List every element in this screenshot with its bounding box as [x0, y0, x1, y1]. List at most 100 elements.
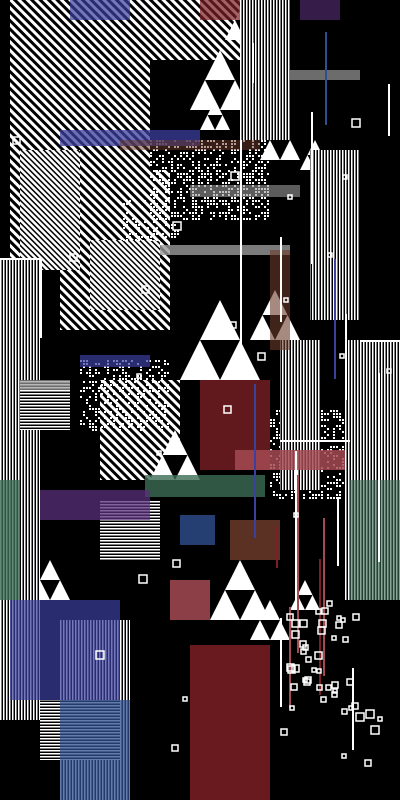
noise-cell	[98, 411, 100, 413]
noise-cell	[122, 426, 124, 428]
noise-cell	[156, 197, 158, 199]
noise-cell	[219, 200, 221, 202]
noise-cell	[150, 161, 152, 163]
noise-cell	[333, 482, 335, 484]
noise-cell	[162, 182, 164, 184]
noise-cell	[177, 176, 179, 178]
noise-cell	[201, 209, 203, 211]
noise-cell	[237, 173, 239, 175]
noise-cell	[204, 164, 206, 166]
noise-cell	[207, 206, 209, 208]
noise-cell	[158, 396, 160, 398]
noise-cell	[155, 360, 157, 362]
noise-cell	[219, 158, 221, 160]
noise-cell	[138, 239, 140, 241]
noise-cell	[267, 161, 269, 163]
noise-cell	[261, 197, 263, 199]
noise-cell	[171, 167, 173, 169]
noise-cell	[98, 408, 100, 410]
noise-cell	[201, 182, 203, 184]
noise-cell	[219, 212, 221, 214]
noise-cell	[165, 185, 167, 187]
noise-cell	[137, 393, 139, 395]
pixel-box	[355, 712, 365, 722]
noise-cell	[155, 414, 157, 416]
noise-cell	[201, 173, 203, 175]
noise-cell	[116, 369, 118, 371]
noise-cell	[312, 494, 314, 496]
pixel-box	[342, 174, 348, 180]
noise-cell	[327, 476, 329, 478]
noise-cell	[167, 387, 169, 389]
noise-cell	[131, 426, 133, 428]
noise-cell	[150, 173, 152, 175]
noise-cell	[231, 218, 233, 220]
color-glitch-bar	[180, 515, 215, 545]
noise-cell	[273, 443, 275, 445]
pixel-box	[331, 635, 337, 641]
pixel-box	[351, 118, 361, 128]
sierpinski-gap	[205, 80, 235, 110]
pixel-box	[299, 619, 308, 628]
noise-cell	[246, 203, 248, 205]
noise-cell	[183, 167, 185, 169]
noise-cell	[120, 236, 122, 238]
noise-cell	[116, 411, 118, 413]
noise-cell	[189, 158, 191, 160]
noise-cell	[161, 408, 163, 410]
noise-cell	[192, 218, 194, 220]
noise-cell	[210, 176, 212, 178]
noise-cell	[98, 417, 100, 419]
noise-cell	[189, 176, 191, 178]
pixel-box	[283, 297, 289, 303]
noise-cell	[324, 485, 326, 487]
pixel-box	[280, 728, 288, 736]
noise-cell	[92, 375, 94, 377]
noise-cell	[165, 218, 167, 220]
noise-cell	[207, 203, 209, 205]
noise-cell	[164, 411, 166, 413]
noise-cell	[171, 170, 173, 172]
noise-cell	[207, 182, 209, 184]
noise-cell	[246, 200, 248, 202]
noise-cell	[144, 218, 146, 220]
noise-cell	[336, 413, 338, 415]
noise-cell	[180, 164, 182, 166]
noise-cell	[327, 428, 329, 430]
noise-cell	[95, 420, 97, 422]
noise-cell	[225, 218, 227, 220]
noise-cell	[131, 408, 133, 410]
noise-cell	[183, 158, 185, 160]
noise-cell	[243, 173, 245, 175]
noise-cell	[165, 191, 167, 193]
noise-cell	[186, 218, 188, 220]
noise-cell	[113, 375, 115, 377]
noise-cell	[146, 372, 148, 374]
noise-cell	[201, 176, 203, 178]
noise-cell	[83, 423, 85, 425]
noise-cell	[258, 155, 260, 157]
pixel-box	[320, 696, 327, 703]
pixel-box	[291, 619, 300, 628]
noise-cell	[113, 420, 115, 422]
noise-cell	[165, 236, 167, 238]
noise-cell	[125, 396, 127, 398]
noise-cell	[168, 197, 170, 199]
noise-cell	[95, 396, 97, 398]
noise-cell	[273, 473, 275, 475]
pixel-box	[141, 285, 150, 294]
noise-cell	[303, 497, 305, 499]
noise-cell	[125, 414, 127, 416]
vertical-strand	[280, 618, 282, 707]
noise-cell	[143, 393, 145, 395]
noise-cell	[146, 408, 148, 410]
noise-cell	[177, 167, 179, 169]
noise-cell	[128, 414, 130, 416]
noise-cell	[162, 194, 164, 196]
color-glitch-bar	[70, 0, 130, 20]
noise-cell	[162, 203, 164, 205]
noise-cell	[137, 426, 139, 428]
noise-cell	[162, 158, 164, 160]
noise-cell	[231, 152, 233, 154]
color-glitch-bar	[235, 450, 345, 470]
